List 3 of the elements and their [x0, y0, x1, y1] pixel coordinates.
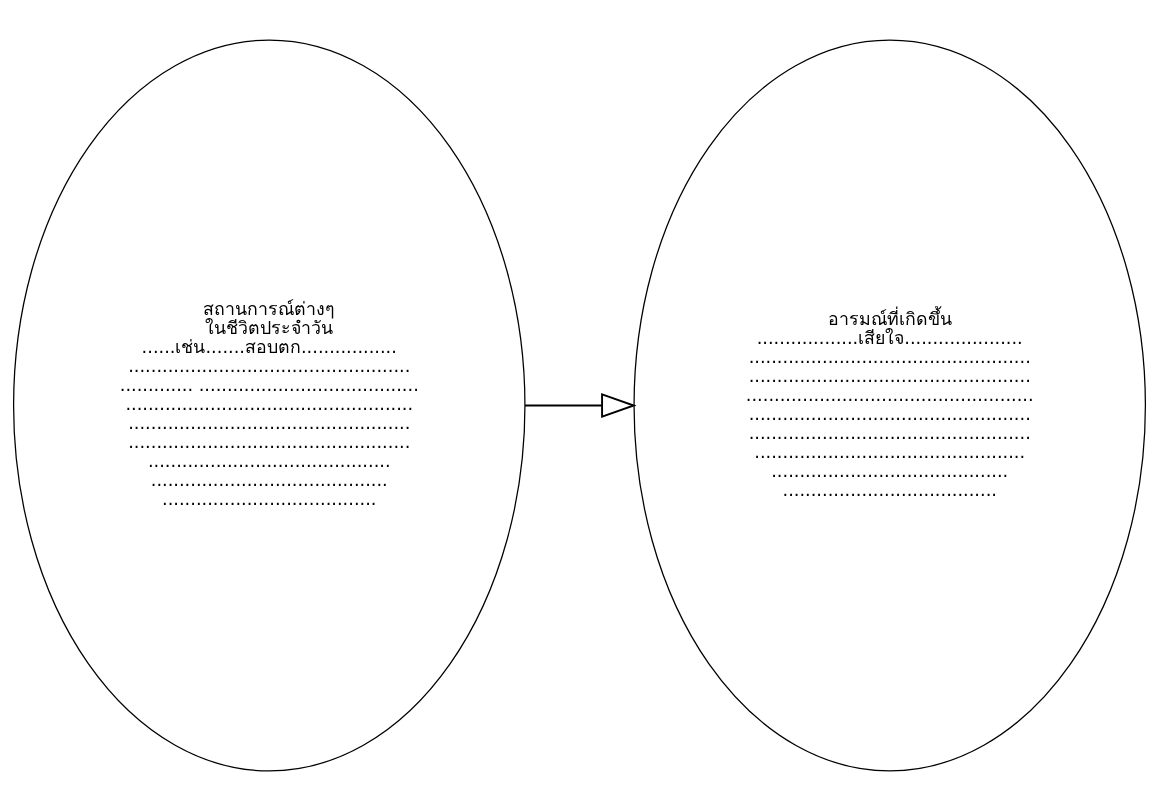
arrow	[524, 392, 637, 418]
node-ellipse: อารมณ์ที่เกิดขึ้น ..................เสียใจ..................... .................................................. .................................................. ................................................... .................................................. .................................................. ................................................ .......................................... ......................................	[633, 38, 1147, 772]
node-ellipse: สถานการณ์ต่างๆ ในชีวิตประจำวัน ......เช่น.......สอบตก................. .................................................. ............. ....................................... ................................................... .................................................. .................................................. ........................................... .......................................... ......................................	[12, 38, 526, 772]
